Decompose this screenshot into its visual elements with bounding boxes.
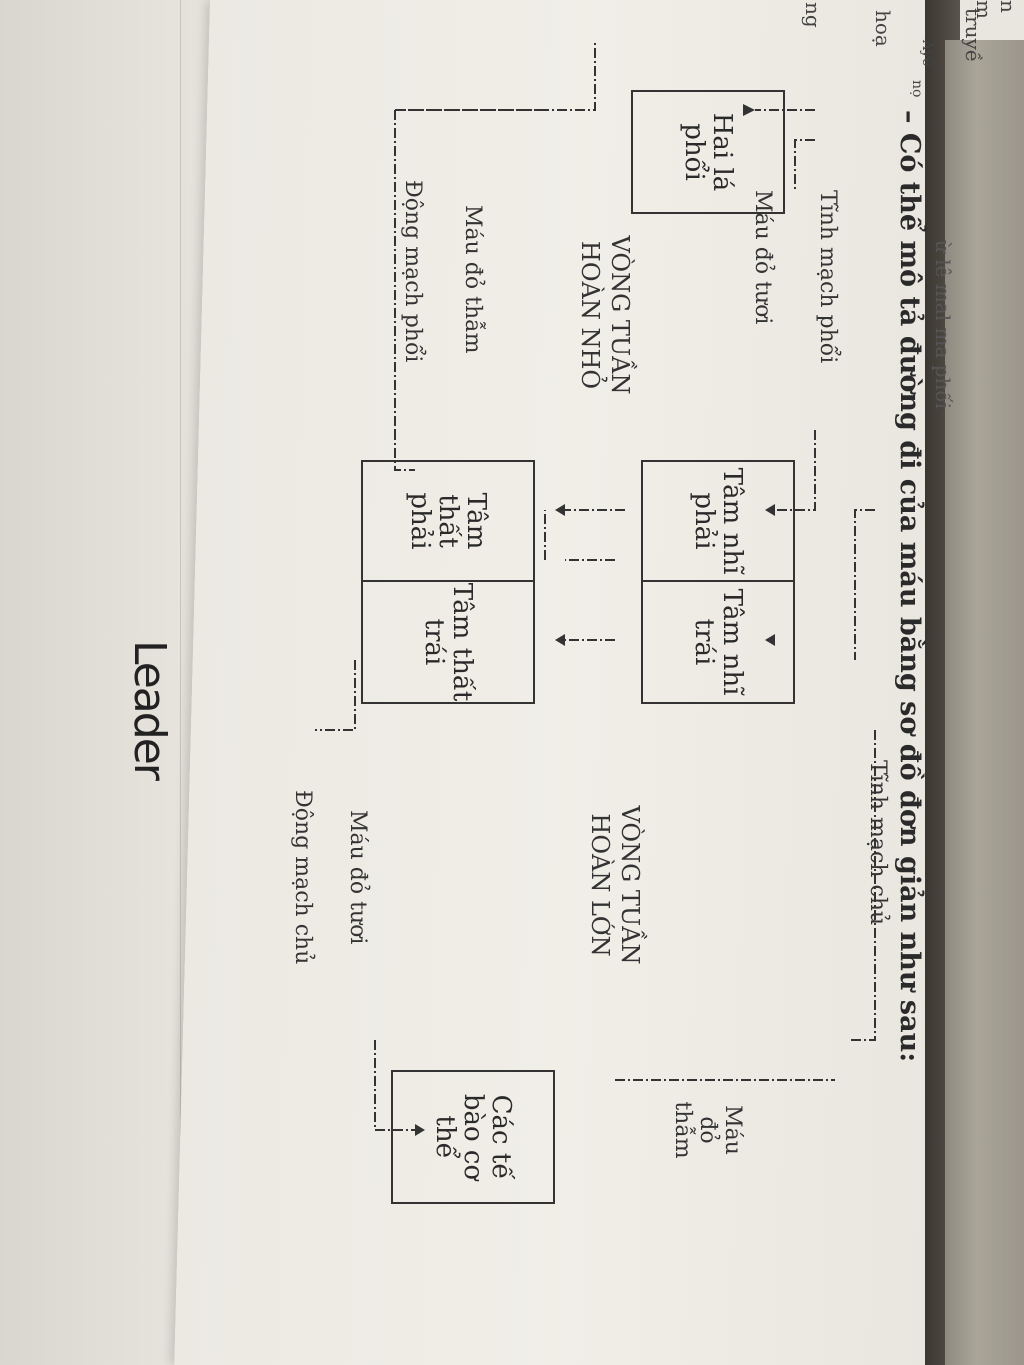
corner-fragment: ng [801,2,825,28]
vena-cava-label: Tĩnh mạch chủ [865,760,890,926]
pulmonary-artery-blood-label: Máu đỏ thẫm [460,205,485,354]
left-atrium: Tâm nhĩ trái [689,588,747,696]
pulmonary-artery-label: Động mạch phổi [400,180,425,363]
right-ventricle: Tâm thất phải [363,462,533,582]
body-cells-label: Các tế bào cơ thể [430,1093,516,1181]
pulmonary-vein-label: Tĩnh mạch phổi [815,190,840,364]
corner-fragment: truyề [961,8,985,63]
handwritten-signature: Leader [124,640,175,779]
diagram-lines [315,40,876,1136]
circulation-diagram: ừ lê mal ma phối – Có thể mô tả đường đi… [255,40,955,1360]
atria-box: Tâm nhĩ phải Tâm nhĩ trái [641,460,795,704]
body-blood-label: Máu đỏ thẫm [670,1101,745,1159]
left-ventricle: Tâm thất trái [419,582,477,702]
book-cover [945,40,1024,1365]
ventricles-box: Tâm thất phải Tâm thất trái [361,460,535,704]
right-atrium: Tâm nhĩ phải [643,462,793,582]
small-circulation-label: VÒNG TUẦN HOÀN NHỎ [576,235,634,395]
aorta-label: Động mạch chủ [290,790,315,965]
pulmonary-vein-blood-label: Máu đỏ tươi [750,190,775,325]
aorta-blood-label: Máu đỏ tươi [345,810,370,945]
body-cells-box: Các tế bào cơ thể [391,1070,555,1204]
large-circulation-label: VÒNG TUẦN HOÀN LỚN [586,805,644,965]
